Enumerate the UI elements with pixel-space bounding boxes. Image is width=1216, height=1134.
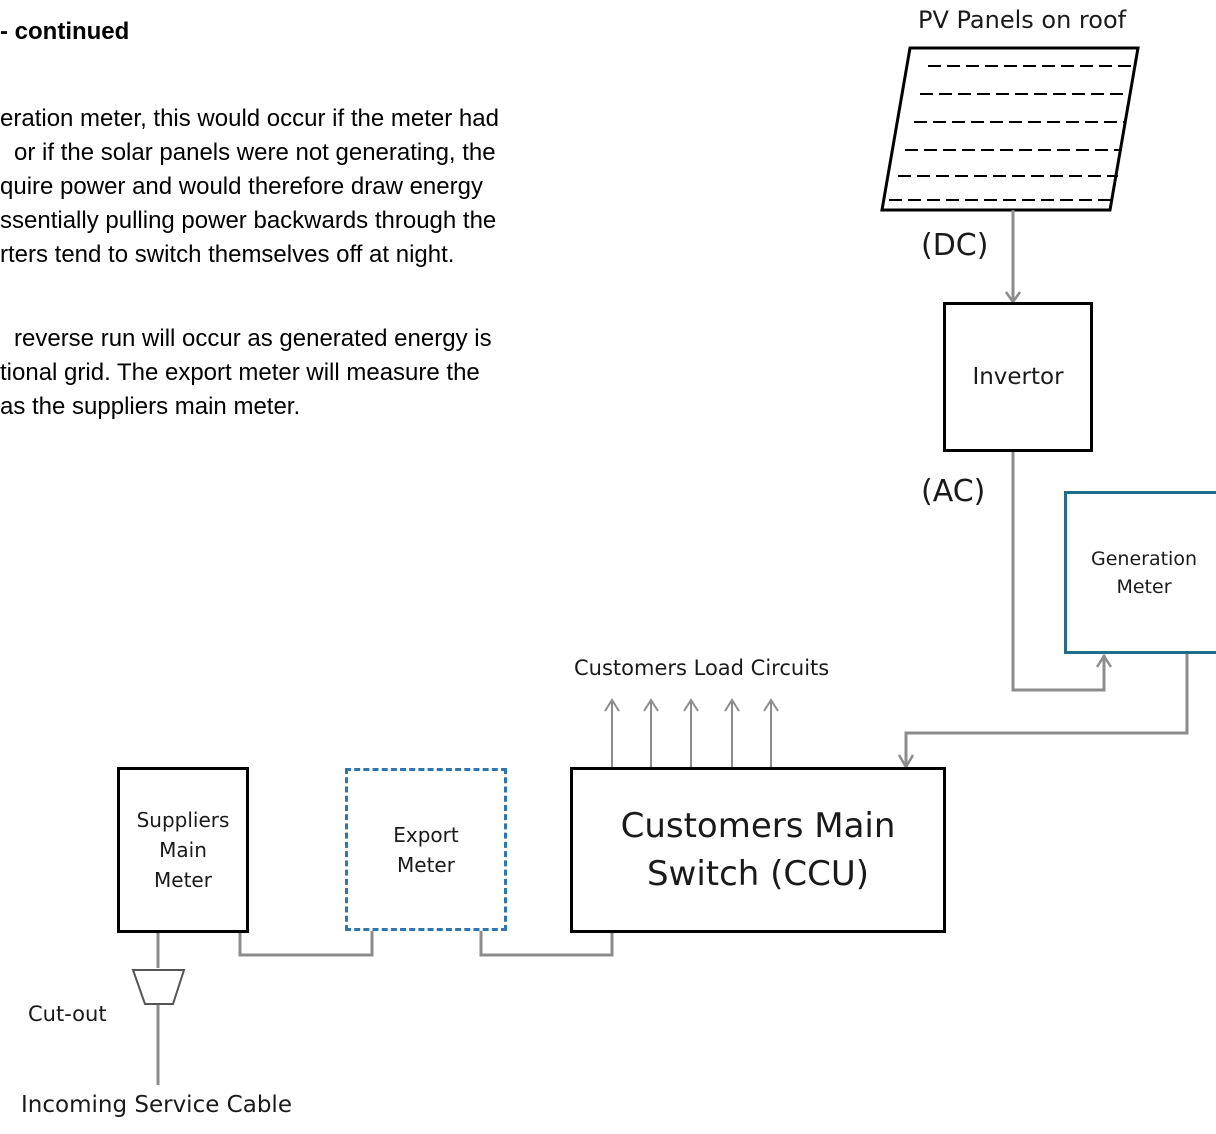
customers-main-switch-box: Customers Main Switch (CCU) [570,767,946,933]
dc-label: (DC) [921,228,989,263]
ac-label: (AC) [921,474,986,509]
main-switch-label-line: Customers Main [620,806,896,846]
paragraph-line: ssentially pulling power backwards throu… [0,207,497,234]
paragraph-1: eration meter, this would occur if the m… [0,102,499,272]
generation-meter-label-line: Generation [1091,547,1197,570]
load-circuit-arrows [604,698,779,769]
suppliers-meter-label-line: Meter [154,868,212,892]
suppliers-meter-label-line: Main [159,838,207,862]
export-meter-box: Export Meter [345,768,507,931]
invertor-box: Invertor [943,302,1093,452]
generation-meter-box: Generation Meter [1064,491,1216,654]
ac-arrow-head [1095,653,1113,668]
cutout-symbol [131,969,186,1005]
paragraph-line: quire power and would therefore draw ene… [0,173,483,200]
paragraph-line: tional grid. The export meter will measu… [0,359,480,386]
paragraph-line: eration meter, this would occur if the m… [0,105,499,132]
export-meter-label-line: Export [393,822,459,847]
paragraph-line: rters tend to switch themselves off at n… [0,241,455,268]
generation-meter-label-line: Meter [1116,575,1172,598]
cutout-label: Cut-out [28,1002,107,1026]
ccu-to-export-wire [479,931,614,957]
export-meter-label-line: Meter [397,852,455,877]
gen-to-ccu-wire [904,652,1189,766]
export-to-supplier-wire [238,931,374,957]
paragraph-line: or if the solar panels were not generati… [14,139,496,166]
suppliers-main-meter-box: Suppliers Main Meter [117,767,249,933]
invertor-label: Invertor [972,364,1064,390]
pv-panels-label: PV Panels on roof [918,6,1127,34]
paragraph-line: as the suppliers main meter. [0,393,301,420]
load-circuits-label: Customers Load Circuits [574,656,830,680]
suppliers-meter-label-line: Suppliers [136,808,230,832]
paragraph-line: reverse run will occur as generated ener… [14,325,492,352]
main-switch-label-line: Switch (CCU) [646,854,870,894]
section-heading: - continued [0,18,130,45]
ac-wire [1011,451,1106,692]
pv-panel [880,46,1140,212]
incoming-cable-label: Incoming Service Cable [21,1092,292,1118]
paragraph-2: reverse run will occur as generated ener… [0,322,492,424]
